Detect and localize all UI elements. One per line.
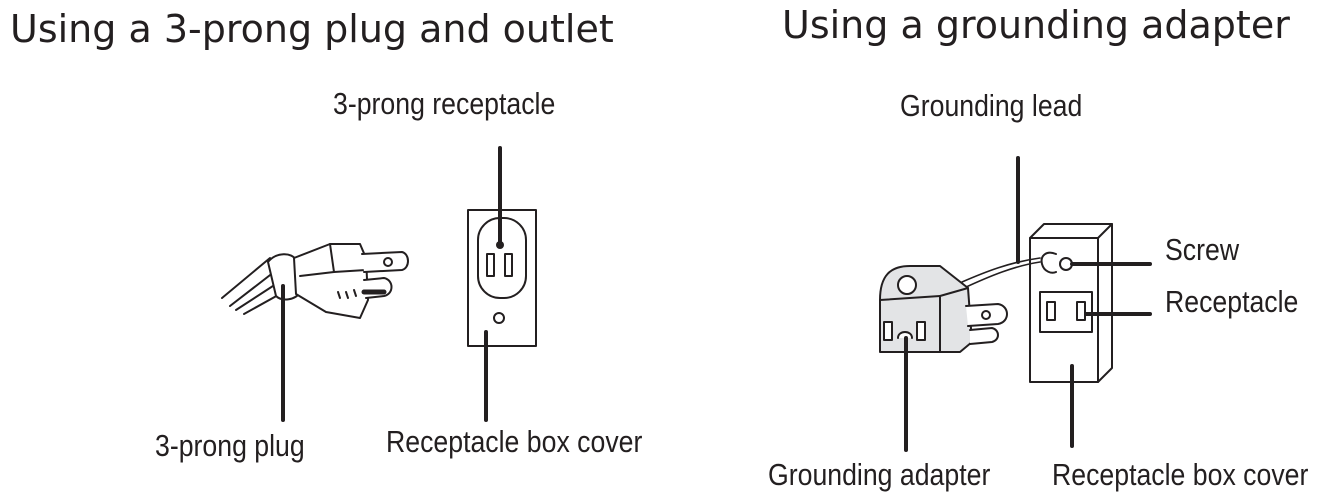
right-panel-title: Using a grounding adapter — [782, 3, 1290, 47]
label-3-prong-plug: 3-prong plug — [155, 428, 305, 463]
grounding-lead-icon — [961, 251, 1057, 289]
label-screw: Screw — [1165, 232, 1240, 267]
label-left-receptacle-box-cover: Receptacle box cover — [386, 424, 643, 459]
label-grounding-adapter: Grounding adapter — [768, 457, 991, 492]
left-panel-title: Using a 3-prong plug and outlet — [10, 7, 614, 51]
right-receptacle-icon — [1029, 223, 1113, 383]
label-right-receptacle-box-cover: Receptacle box cover — [1052, 457, 1309, 492]
label-grounding-lead: Grounding lead — [900, 88, 1083, 123]
three-prong-plug-icon — [221, 243, 409, 319]
label-3-prong-receptacle: 3-prong receptacle — [333, 86, 556, 121]
label-receptacle: Receptacle — [1165, 284, 1299, 319]
grounding-adapter-icon — [879, 265, 1008, 353]
